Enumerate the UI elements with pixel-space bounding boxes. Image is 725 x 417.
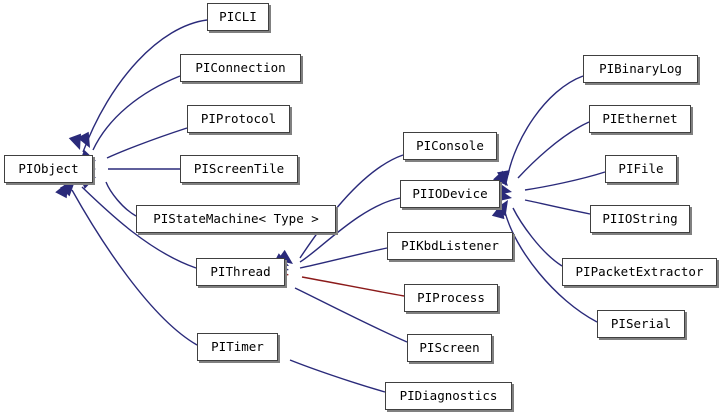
class-node-label: PIEthernet [602, 110, 678, 126]
class-node-pifile[interactable]: PIFile [605, 155, 677, 183]
edge-piconnection-to-piobject [92, 75, 181, 151]
edge-pipacketextractor-to-piiodevice [512, 207, 563, 267]
class-node-piserial[interactable]: PISerial [597, 310, 685, 338]
arrowhead-piconnection-to-piobject [77, 131, 90, 148]
class-node-label: PIProcess [417, 289, 485, 305]
edge-piserial-to-piiodevice [504, 211, 598, 323]
edge-piiostring-to-piiodevice [524, 199, 591, 215]
class-node-label: PIScreen [419, 339, 480, 355]
edges-group [71, 19, 606, 393]
edge-pikbdlistener-to-pithread [299, 247, 388, 269]
edge-pistatemachine-to-piobject [105, 181, 137, 217]
class-node-piconnection[interactable]: PIConnection [180, 54, 301, 82]
arrowhead-piethernet-to-piiodevice [493, 170, 508, 186]
class-node-piscreentile[interactable]: PIScreenTile [180, 155, 298, 183]
class-node-label: PIStateMachine< Type > [153, 210, 319, 226]
edge-piprocess-to-pithread [301, 276, 405, 297]
class-node-label: PIObject [18, 160, 79, 176]
class-node-label: PICLI [219, 8, 257, 24]
class-node-label: PISerial [610, 315, 672, 331]
class-node-piconsole[interactable]: PIConsole [403, 132, 497, 160]
class-node-label: PIPacketExtractor [575, 263, 704, 279]
class-node-pitimer[interactable]: PITimer [197, 333, 278, 361]
class-node-label: PIFile [618, 160, 664, 176]
class-node-pithread[interactable]: PIThread [196, 258, 285, 286]
edge-pitimer-to-piobject [71, 189, 198, 346]
class-node-pikbdlistener[interactable]: PIKbdListener [387, 232, 513, 260]
class-node-label: PIConsole [416, 137, 484, 153]
edge-piscreen-to-pithread [294, 287, 408, 343]
class-node-label: PIProtocol [200, 110, 277, 126]
class-node-picli[interactable]: PICLI [207, 3, 269, 31]
class-node-pidiagnostics[interactable]: PIDiagnostics [385, 382, 512, 410]
class-node-label: PIThread [210, 263, 271, 279]
class-node-piiostring[interactable]: PIIOString [590, 205, 690, 233]
class-node-label: PITimer [211, 338, 264, 354]
edge-piethernet-to-piiodevice [517, 121, 590, 179]
class-node-piobject[interactable]: PIObject [4, 155, 93, 183]
class-node-piethernet[interactable]: PIEthernet [589, 105, 691, 133]
class-node-piprocess[interactable]: PIProcess [404, 284, 498, 312]
class-node-piiodevice[interactable]: PIIODevice [400, 180, 500, 208]
class-node-pipacketextractor[interactable]: PIPacketExtractor [562, 258, 717, 286]
class-node-pistatemachine[interactable]: PIStateMachine< Type > [136, 205, 336, 233]
edge-pibinarylog-to-piiodevice [507, 75, 584, 176]
class-node-label: PIBinaryLog [599, 60, 682, 76]
class-node-pibinarylog[interactable]: PIBinaryLog [583, 55, 698, 83]
class-node-label: PIIODevice [412, 185, 488, 201]
edge-pidiagnostics-to-pitimer [289, 359, 386, 393]
class-node-piscreen[interactable]: PIScreen [407, 334, 492, 362]
class-node-label: PIScreenTile [193, 160, 285, 176]
class-node-label: PIKbdListener [401, 237, 499, 253]
edge-pifile-to-piiodevice [524, 171, 606, 191]
arrowhead-pithread-to-piobject [60, 181, 75, 197]
arrowhead-piserial-to-piiodevice [491, 203, 505, 220]
edge-piprotocol-to-piobject [106, 127, 188, 159]
edge-piiodevice-to-pithread [299, 197, 401, 263]
class-node-piprotocol[interactable]: PIProtocol [187, 105, 290, 133]
class-node-label: PIDiagnostics [399, 387, 498, 403]
arrowhead-pitimer-to-piobject [55, 182, 68, 199]
class-node-label: PIConnection [195, 59, 286, 75]
edge-pithread-to-piobject [81, 186, 197, 269]
edge-picli-to-piobject [82, 19, 208, 153]
arrowhead-piiostring-to-piiodevice [496, 188, 512, 202]
edge-piconsole-to-pithread [299, 154, 404, 259]
class-node-label: PIIOString [602, 210, 678, 226]
